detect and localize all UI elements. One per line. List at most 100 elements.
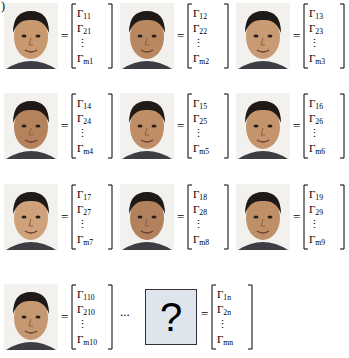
face-photo	[4, 93, 58, 159]
vector-entry: Γm8	[193, 233, 209, 245]
vector-entry: Γ18	[193, 188, 207, 200]
left-bracket	[188, 185, 192, 249]
label-box: Γ11	[77, 8, 91, 19]
left-bracket	[72, 4, 76, 68]
label-box: Γm2	[193, 53, 209, 64]
vector-entry: Γ110	[77, 288, 95, 300]
vector-entry: Γm3	[309, 52, 325, 64]
vector-entry: Γ1n	[217, 288, 231, 300]
face-photo	[236, 93, 290, 159]
vector-entry: Γ23	[309, 22, 323, 34]
label-box: Γ13	[309, 8, 323, 19]
label-text: ⋮	[193, 37, 204, 49]
label-text: ⋮	[309, 37, 320, 49]
right-bracket	[248, 285, 252, 349]
label-box: =	[293, 210, 300, 223]
label-box: Γ28	[193, 204, 207, 215]
right-bracket	[108, 185, 112, 249]
label-box: =	[61, 310, 68, 323]
label-box: Γ17	[77, 189, 91, 200]
label-box: Γm5	[193, 143, 209, 154]
label-box: =	[61, 119, 68, 132]
label-text: ⋮	[77, 127, 88, 139]
right-bracket	[108, 94, 112, 158]
vector-entry: Γ14	[77, 97, 91, 109]
unknown-box: ?	[145, 289, 197, 345]
label-box: Γ25	[193, 113, 207, 124]
left-bracket	[72, 94, 76, 158]
label-box: =	[61, 210, 68, 223]
label-box: ⋮	[193, 38, 204, 49]
vector-entry: Γ21	[77, 22, 91, 34]
vector-entry: Γ25	[193, 112, 207, 124]
label-text: ⋮	[309, 127, 320, 139]
label-text: =	[293, 209, 300, 224]
label-text: =	[177, 28, 184, 43]
label-box: Γ24	[77, 113, 91, 124]
label-box: Γm4	[77, 143, 93, 154]
right-bracket	[224, 4, 228, 68]
label-box: =	[61, 29, 68, 42]
label-text: ⋮	[77, 218, 88, 230]
label-text: ⋮	[309, 218, 320, 230]
label-box: Γ1n	[217, 289, 231, 300]
vector-entry: Γ22	[193, 22, 207, 34]
right-bracket	[224, 94, 228, 158]
right-bracket	[340, 94, 344, 158]
left-bracket	[304, 94, 308, 158]
face-photo	[4, 3, 58, 69]
box-text: ?	[160, 297, 182, 337]
label-box: ⋮	[77, 128, 88, 139]
vector-entry: Γm7	[77, 233, 93, 245]
vector-entry: Γ210	[77, 303, 95, 315]
label-box: Γm7	[77, 234, 93, 245]
vector-entry: Γm10	[77, 333, 97, 345]
label-box: Γ29	[309, 204, 323, 215]
right-bracket	[224, 185, 228, 249]
vector-entry: Γ26	[309, 112, 323, 124]
label-text: =	[177, 209, 184, 224]
label-text: =	[61, 28, 68, 43]
label-box: Γ2n	[217, 304, 231, 315]
label-text: =	[201, 306, 208, 321]
label-text: ...	[120, 304, 130, 319]
label-box: Γm10	[77, 334, 97, 345]
label-box: =	[177, 29, 184, 42]
vector-entry: Γ24	[77, 112, 91, 124]
left-bracket	[72, 285, 76, 349]
label-box: ⋮	[309, 219, 320, 230]
left-bracket	[212, 285, 216, 349]
right-bracket	[340, 185, 344, 249]
label-box: ⋮	[193, 219, 204, 230]
vector-entry: Γm5	[193, 142, 209, 154]
face-photo	[120, 3, 174, 69]
label-box: Γm9	[309, 234, 325, 245]
right-bracket	[108, 285, 112, 349]
label-box: =	[177, 210, 184, 223]
left-bracket	[188, 4, 192, 68]
face-photo	[236, 3, 290, 69]
right-bracket	[340, 4, 344, 68]
label-box: Γm1	[77, 53, 93, 64]
label-text: =	[293, 118, 300, 133]
label-text: =	[61, 209, 68, 224]
label-text: =	[177, 118, 184, 133]
label-text: ⋮	[77, 318, 88, 330]
vector-entry: Γ27	[77, 203, 91, 215]
right-bracket	[108, 4, 112, 68]
label-box: Γ26	[309, 113, 323, 124]
label-box: Γ27	[77, 204, 91, 215]
label-box: Γ22	[193, 23, 207, 34]
label-text: =	[293, 28, 300, 43]
vector-entry: Γ29	[309, 203, 323, 215]
vector-entry: Γ12	[193, 7, 207, 19]
vector-entry: Γmn	[217, 333, 233, 345]
label-box: Γm3	[309, 53, 325, 64]
label-box: ⋮	[77, 219, 88, 230]
vector-entry: Γ13	[309, 7, 323, 19]
label-text: ⋮	[193, 218, 204, 230]
vector-entry: Γm9	[309, 233, 325, 245]
vector-entry: Γ11	[77, 7, 91, 19]
label-box: Γ110	[77, 289, 95, 300]
face-photo	[236, 184, 290, 250]
